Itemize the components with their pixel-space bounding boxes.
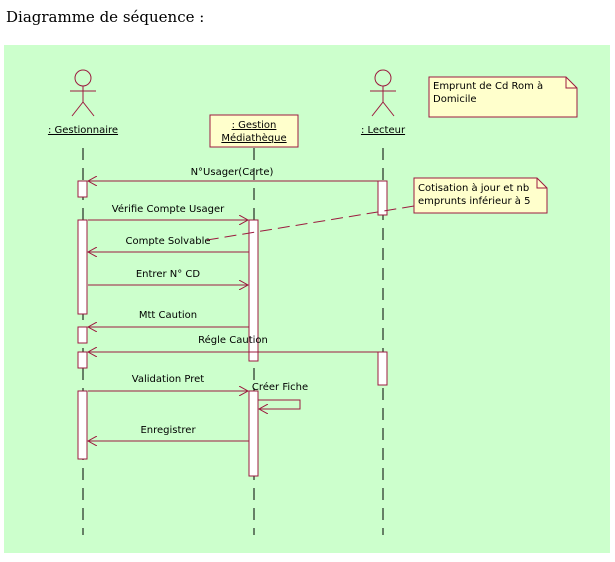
- page-heading: Diagramme de séquence :: [6, 8, 205, 26]
- activation-lecteur-1: [377, 180, 388, 216]
- object-label-line2: Médiathèque: [221, 132, 286, 144]
- object-box-gestion: [209, 114, 299, 148]
- lifeline-label-lecteur: : Lecteur: [361, 125, 406, 136]
- message-label-8: Créer Fiche: [252, 381, 308, 393]
- activation-gestionnaire-5: [77, 390, 88, 460]
- message-label-1: N°Usager(Carte): [191, 167, 274, 178]
- activation-gestion-2: [248, 390, 259, 477]
- message-label-7: Validation Pret: [132, 374, 204, 385]
- activation-gestionnaire-3: [77, 326, 88, 344]
- note-constraint-line1: Cotisation à jour et nb: [418, 182, 529, 194]
- note-constraint: Cotisation à jour et nb emprunts inférie…: [413, 177, 548, 214]
- activation-gestion-1: [248, 219, 259, 362]
- note-title-line1: Emprunt de Cd Rom à: [433, 80, 543, 92]
- actor-lecteur: [370, 69, 396, 117]
- message-label-5: Mtt Caution: [139, 310, 197, 321]
- message-label-2: Vérifie Compte Usager: [112, 203, 225, 215]
- lifeline-label-gestionnaire: : Gestionnaire: [48, 125, 118, 136]
- activation-gestionnaire-1: [77, 180, 88, 198]
- note-title: Emprunt de Cd Rom à Domicile: [428, 76, 578, 118]
- message-arrow-self: [258, 399, 301, 409]
- activation-gestionnaire-4: [77, 351, 88, 369]
- activation-lecteur-2: [377, 351, 388, 386]
- message-label-3: Compte Solvable: [125, 236, 210, 247]
- activation-gestionnaire-2: [77, 219, 88, 315]
- message-label-6: Régle Caution: [198, 334, 268, 346]
- diagram-background: [4, 45, 610, 553]
- message-label-4: Entrer N° CD: [136, 269, 201, 280]
- object-label-line1: : Gestion: [232, 120, 277, 131]
- message-label-9: Enregistrer: [140, 425, 196, 436]
- actor-gestionnaire: [70, 69, 96, 117]
- note-constraint-line2: emprunts inférieur à 5: [418, 195, 530, 207]
- note-title-line2: Domicile: [433, 94, 477, 105]
